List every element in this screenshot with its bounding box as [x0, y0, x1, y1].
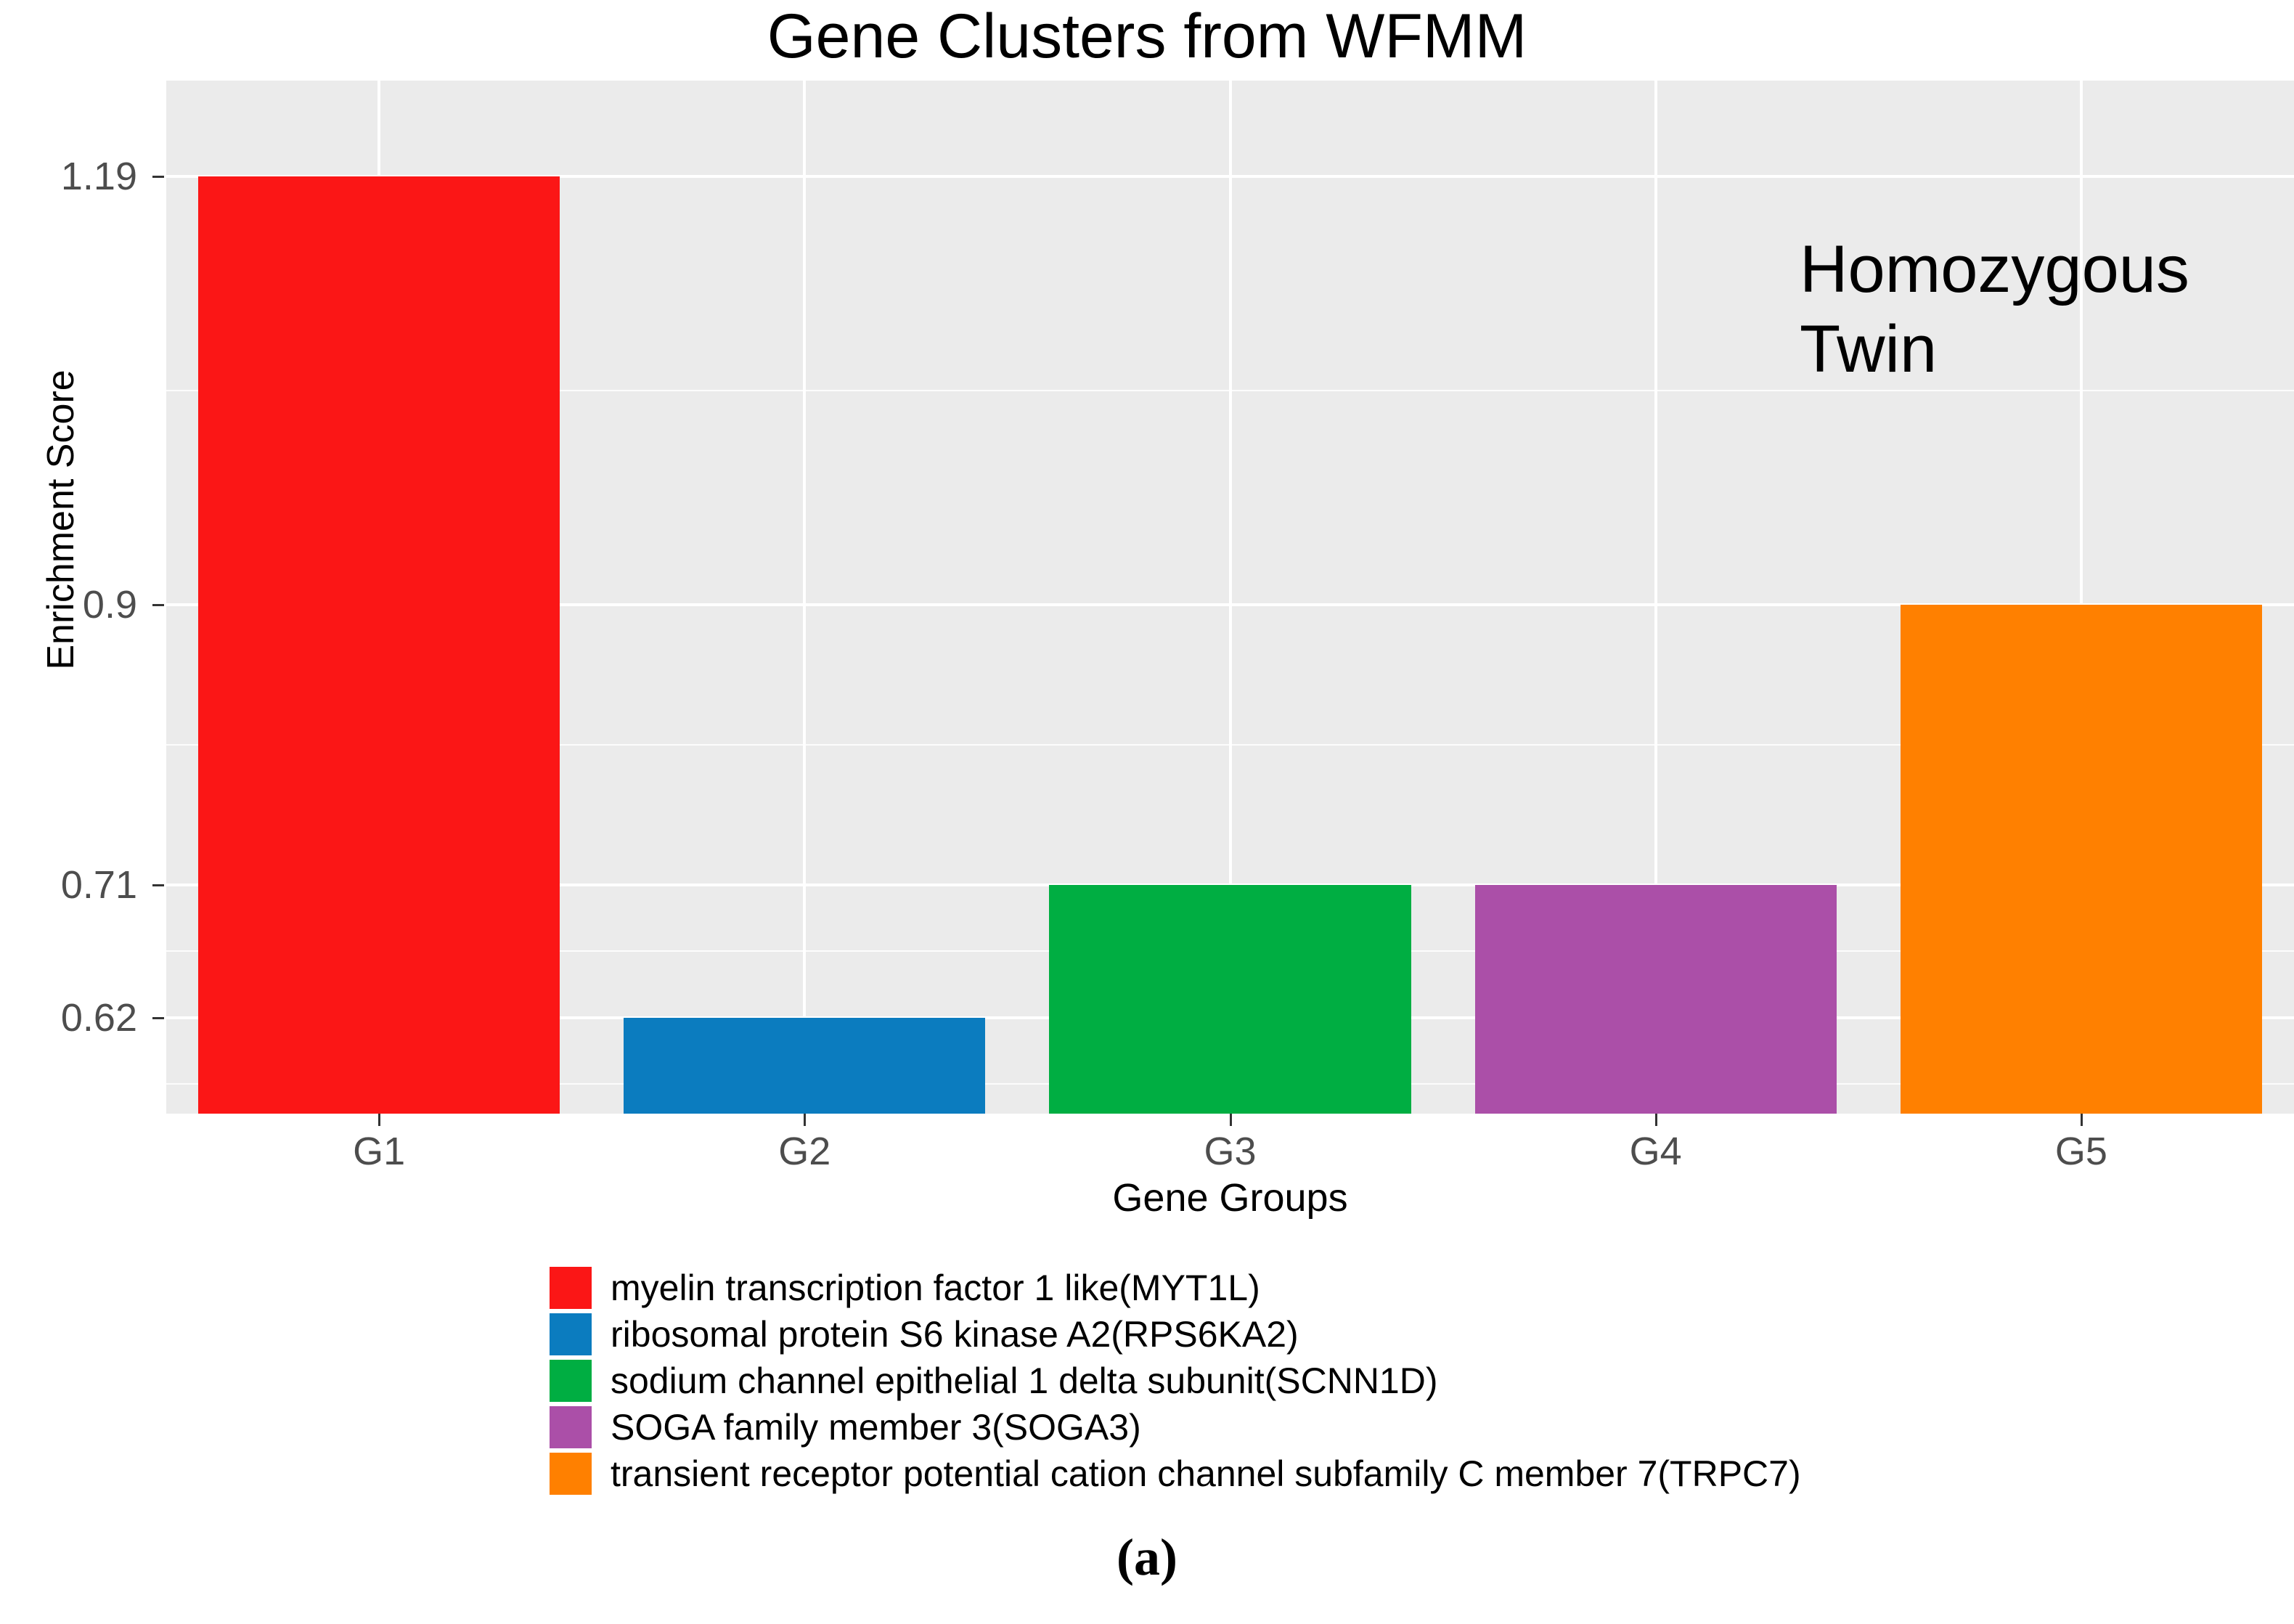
y-tick-mark-0.71 [152, 884, 164, 886]
legend-item-1[interactable]: myelin transcription factor 1 like(MYT1L… [550, 1265, 1929, 1311]
x-tick-mark-G3 [1229, 1114, 1232, 1126]
plot-panel: Homozygous Twin [166, 81, 2294, 1114]
bar-G4[interactable] [1474, 884, 1837, 1114]
legend-label-5: transient receptor potential cation chan… [611, 1453, 1801, 1494]
legend-swatch-icon-3 [550, 1360, 592, 1402]
legend-swatch-icon-4 [550, 1406, 592, 1448]
legend-label-3: sodium channel epithelial 1 delta subuni… [611, 1360, 1438, 1401]
y-tick-label-1.19: 1.19 [60, 155, 137, 199]
legend-swatch-icon-2 [550, 1313, 592, 1355]
y-tick-mark-0.9 [152, 603, 164, 606]
bar-G3[interactable] [1049, 884, 1411, 1114]
legend-item-5[interactable]: transient receptor potential cation chan… [550, 1450, 1929, 1497]
legend-label-1: myelin transcription factor 1 like(MYT1L… [611, 1268, 1260, 1308]
x-tick-label-G4: G4 [1629, 1130, 1682, 1173]
bar-G2[interactable] [624, 1017, 986, 1114]
x-axis-title: Gene Groups [1112, 1176, 1348, 1220]
chart-title: Gene Clusters from WFMM [767, 1, 1527, 71]
legend-item-4[interactable]: SOGA family member 3(SOGA3) [550, 1404, 1929, 1450]
y-tick-mark-0.62 [152, 1016, 164, 1019]
legend: myelin transcription factor 1 like(MYT1L… [550, 1265, 1929, 1497]
y-tick-mark-1.19 [152, 176, 164, 179]
legend-swatch-icon-5 [550, 1453, 592, 1495]
legend-item-2[interactable]: ribosomal protein S6 kinase A2(RPS6KA2) [550, 1311, 1929, 1358]
gridline-x-G5 [2079, 81, 2083, 1114]
x-tick-label-G3: G3 [1204, 1130, 1257, 1173]
gridline-x-G2 [803, 81, 807, 1114]
annotation-line-2: Twin [1800, 312, 1938, 386]
x-tick-label-G1: G1 [353, 1130, 406, 1173]
y-tick-label-0.71: 0.71 [60, 862, 137, 907]
annotation-line-1: Homozygous [1800, 232, 2189, 306]
bar-G1[interactable] [197, 176, 560, 1114]
legend-swatch-icon-1 [550, 1267, 592, 1309]
legend-item-3[interactable]: sodium channel epithelial 1 delta subuni… [550, 1358, 1929, 1404]
figure-caption: (a) [1117, 1528, 1177, 1586]
bar-G5[interactable] [1900, 604, 2263, 1114]
x-tick-mark-G4 [1654, 1114, 1657, 1126]
x-tick-label-G5: G5 [2054, 1130, 2107, 1173]
panel-annotation: Homozygous Twin [1800, 229, 2294, 389]
y-axis-title: Enrichment Score [40, 370, 82, 670]
x-tick-label-G2: G2 [778, 1130, 831, 1173]
y-tick-label-0.9: 0.9 [82, 582, 137, 627]
x-tick-mark-G5 [2080, 1114, 2083, 1126]
legend-label-2: ribosomal protein S6 kinase A2(RPS6KA2) [611, 1314, 1299, 1355]
x-tick-mark-G1 [378, 1114, 381, 1126]
gridline-x-G4 [1654, 81, 1657, 1114]
gridline-x-G3 [1228, 81, 1232, 1114]
x-tick-mark-G2 [804, 1114, 807, 1126]
legend-label-4: SOGA family member 3(SOGA3) [611, 1407, 1141, 1448]
y-tick-label-0.62: 0.62 [60, 995, 137, 1040]
